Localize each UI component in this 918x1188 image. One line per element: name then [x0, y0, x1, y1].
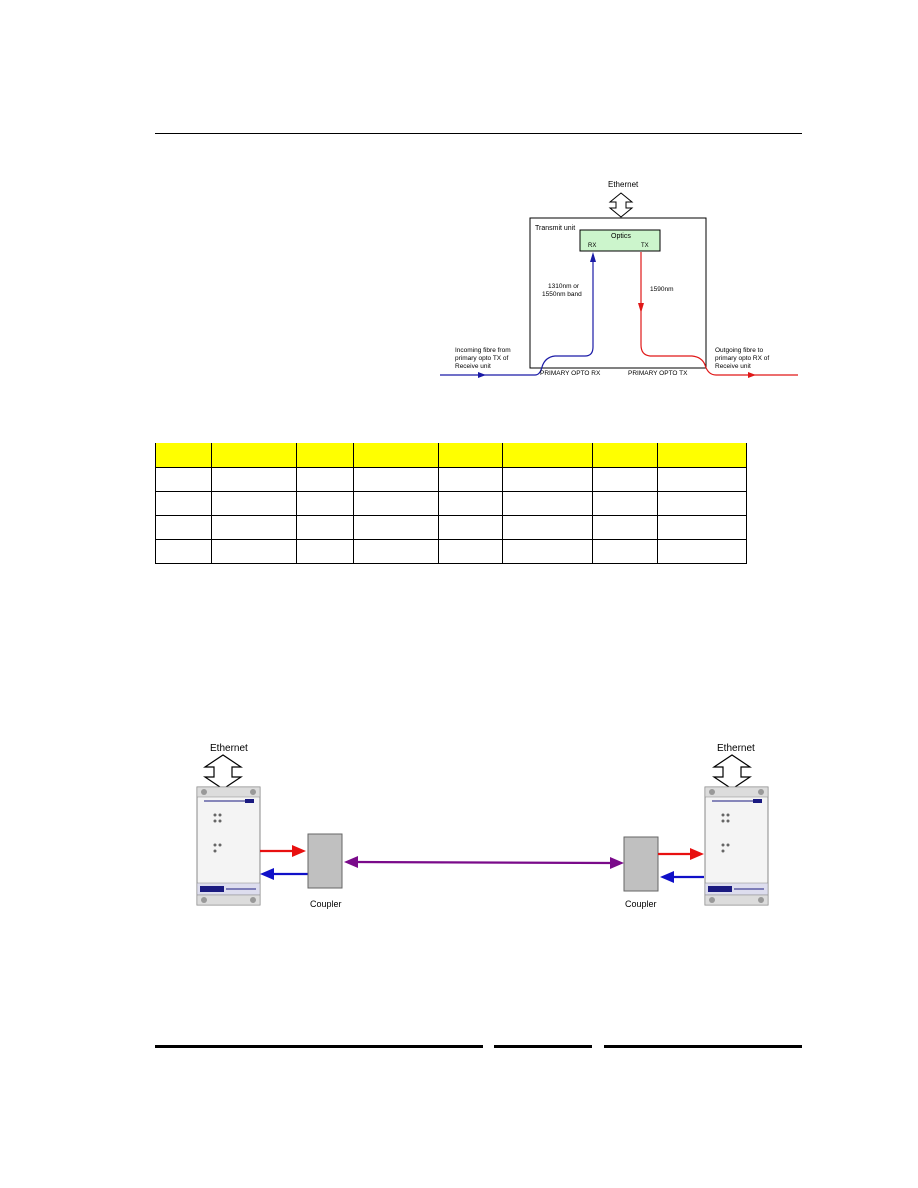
ethernet-label-right: Ethernet [717, 743, 755, 754]
right-rx-arrow-icon [660, 871, 674, 883]
transmit-unit-diagram: Ethernet Transmit unit Optics RX TX 1310… [440, 180, 798, 378]
optics-tx-label: TX [641, 243, 649, 249]
tx-fibre-line [640, 252, 798, 376]
incoming-fibre-label-1: Incoming fibre from [455, 347, 511, 354]
left-coupler [307, 833, 343, 889]
tx-outgoing-arrow-icon [748, 372, 756, 378]
table-cell [353, 467, 439, 492]
incoming-fibre-label-2: primary opto TX of [455, 355, 509, 362]
optics-box [579, 229, 661, 252]
table-header-cell [211, 443, 297, 468]
coupler-label-left: Coupler [310, 899, 342, 909]
table-header-cell [155, 443, 212, 468]
optics-label: Optics [611, 233, 631, 240]
left-rx-arrow-icon [260, 868, 274, 880]
table-cell [296, 467, 354, 492]
footer-rule-right [604, 1045, 802, 1048]
table-cell [211, 515, 297, 540]
incoming-fibre-label-3: Receive unit [455, 363, 491, 370]
fibre-link-arrow-left-icon [344, 856, 358, 868]
tx-fibre-arrow-icon [638, 303, 644, 313]
table-cell [592, 515, 658, 540]
rx-incoming-arrow-icon [478, 372, 486, 378]
table-row [155, 467, 747, 492]
rx-band-label-2: 1550nm band [542, 291, 582, 298]
table-cell [438, 467, 503, 492]
table-cell [657, 539, 747, 564]
table-cell [502, 467, 593, 492]
ethernet-double-arrow-icon-right [712, 754, 752, 790]
outgoing-fibre-label-1: Outgoing fibre to [715, 347, 763, 354]
coupler-label-right: Coupler [625, 899, 657, 909]
right-coupler [623, 836, 659, 892]
right-unit-device [704, 786, 769, 906]
table-cell [296, 491, 354, 516]
table-cell [592, 539, 658, 564]
table-cell [296, 539, 354, 564]
table-cell [353, 539, 439, 564]
table-row [155, 491, 747, 516]
tx-band-label: 1590nm [650, 286, 674, 293]
table-cell [155, 515, 212, 540]
table-header-cell [438, 443, 503, 468]
header-rule [155, 133, 802, 134]
table-cell [211, 467, 297, 492]
tx-port-label: PRIMARY OPTO TX [628, 370, 688, 377]
table-cell [296, 515, 354, 540]
transmit-unit-box [529, 217, 707, 369]
table-cell [438, 491, 503, 516]
ethernet-label-left: Ethernet [210, 743, 248, 754]
table-cell [502, 491, 593, 516]
table-header-cell [502, 443, 593, 468]
right-tx-arrow-icon [690, 848, 704, 860]
left-unit-device [196, 786, 261, 906]
ethernet-double-arrow-icon-left [203, 754, 243, 790]
ethernet-label-top: Ethernet [608, 180, 639, 189]
table-header-cell [296, 443, 354, 468]
footer-rule-middle [494, 1045, 592, 1048]
optics-rx-label: RX [588, 243, 596, 249]
table-cell [592, 467, 658, 492]
table-header-row [155, 443, 747, 468]
outgoing-fibre-label-3: Receive unit [715, 363, 751, 370]
table-cell [155, 539, 212, 564]
table-cell [155, 491, 212, 516]
left-tx-arrow-icon [292, 845, 306, 857]
rx-fibre-line [440, 258, 594, 376]
table-header-cell [353, 443, 439, 468]
rx-port-label: PRIMARY OPTO RX [540, 370, 601, 377]
fibre-link-arrow-right-icon [610, 857, 624, 869]
fibre-link-line [355, 860, 613, 865]
footer-rule-left [155, 1045, 483, 1048]
table-cell [211, 539, 297, 564]
table-cell [657, 467, 747, 492]
table-cell [353, 491, 439, 516]
table-cell [155, 467, 212, 492]
coupler-link-diagram: Ethernet Coupler Coupler Ethernet [196, 743, 769, 909]
table-cell [592, 491, 658, 516]
table-cell [502, 539, 593, 564]
outgoing-fibre-label-2: primary opto RX of [715, 355, 769, 362]
table-cell [657, 515, 747, 540]
table-header-cell [657, 443, 747, 468]
table-cell [211, 491, 297, 516]
table-cell [502, 515, 593, 540]
spec-table [155, 443, 747, 564]
transmit-unit-label: Transmit unit [535, 225, 575, 232]
rx-band-label-1: 1310nm or [548, 283, 580, 290]
table-row [155, 515, 747, 540]
rx-fibre-arrow-icon [590, 252, 596, 262]
table-cell [438, 515, 503, 540]
table-header-cell [592, 443, 658, 468]
table-row [155, 539, 747, 564]
table-cell [353, 515, 439, 540]
table-cell [657, 491, 747, 516]
ethernet-double-arrow-icon [608, 192, 634, 218]
table-cell [438, 539, 503, 564]
